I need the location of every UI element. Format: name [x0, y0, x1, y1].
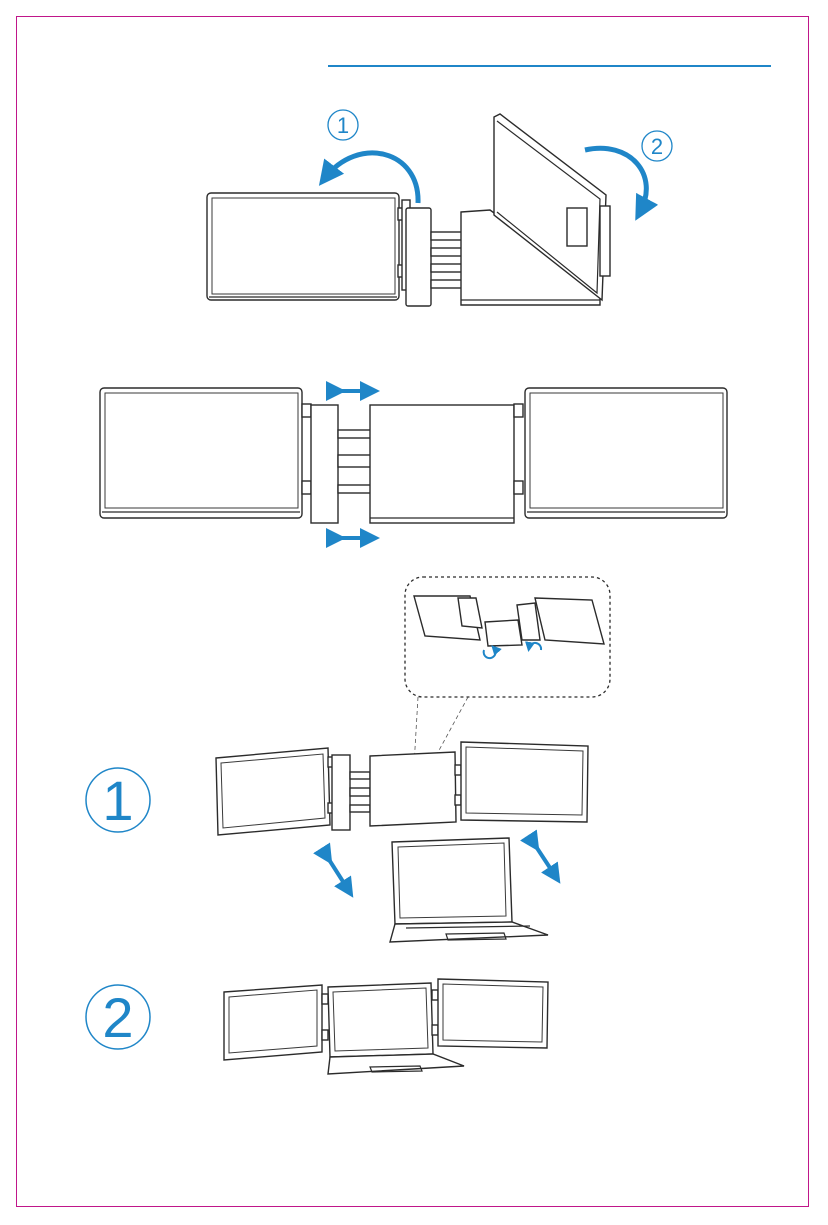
laptop-mode-1: [390, 838, 548, 942]
figure-usage-modes: 1: [86, 577, 610, 1074]
figure-rotate-screens: 1 2: [207, 110, 672, 306]
step-number-2-label: 2: [651, 134, 663, 159]
step-number-2: 2: [642, 131, 672, 161]
step-number-1-label: 1: [337, 113, 349, 138]
figure-extend-screens: [100, 388, 727, 538]
center-hinge: [406, 208, 464, 306]
mode-number-1: 1: [86, 768, 150, 832]
double-arrow-icon-left: [328, 858, 349, 891]
rotate-small-icon-left: [484, 648, 496, 658]
step-number-1: 1: [328, 110, 358, 140]
double-arrow-icon-right: [535, 845, 556, 877]
right-monitor-extended: [514, 388, 727, 518]
center-housing-extended: [311, 405, 514, 523]
mode-number-1-label: 1: [102, 769, 133, 832]
left-monitor: [207, 193, 410, 300]
left-monitor-extended: [100, 388, 311, 518]
mode-number-2-label: 2: [102, 986, 133, 1049]
mode-1-assembly: [216, 742, 588, 835]
mode-number-2: 2: [86, 985, 150, 1049]
mode-2-assembly: [224, 979, 548, 1074]
rotate-small-icon-right: [529, 643, 541, 650]
right-housing: [461, 114, 610, 305]
